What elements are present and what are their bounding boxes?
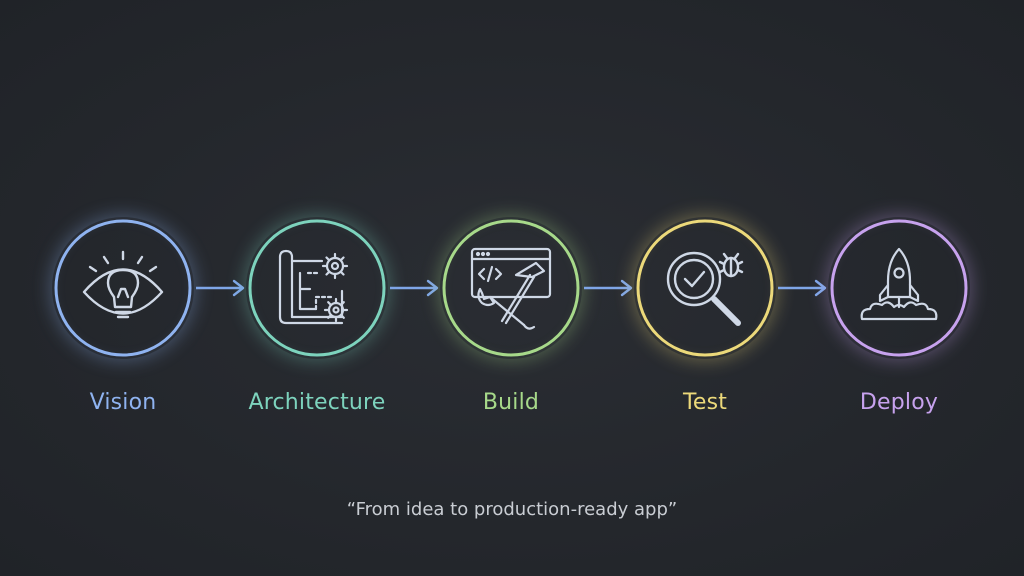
tagline: “From idea to production-ready app” bbox=[346, 499, 678, 520]
step-label-test: Test bbox=[682, 390, 728, 415]
step-test-circle bbox=[634, 217, 776, 359]
eye-lightbulb-icon bbox=[54, 219, 192, 357]
blueprint-gears-icon bbox=[248, 219, 386, 357]
flow-arrow bbox=[196, 278, 246, 298]
step-deploy-circle bbox=[828, 217, 970, 359]
code-window-tools-icon bbox=[442, 219, 580, 357]
step-architecture-circle bbox=[246, 217, 388, 359]
flow-arrow bbox=[584, 278, 634, 298]
magnifier-bug-check-icon bbox=[636, 219, 774, 357]
flow-arrow bbox=[390, 278, 440, 298]
step-label-architecture: Architecture bbox=[248, 390, 386, 415]
step-label-vision: Vision bbox=[89, 390, 157, 415]
step-build-circle bbox=[440, 217, 582, 359]
step-vision-circle bbox=[52, 217, 194, 359]
step-label-deploy: Deploy bbox=[859, 390, 939, 415]
step-label-build: Build bbox=[482, 390, 540, 415]
flow-arrow bbox=[778, 278, 828, 298]
rocket-icon bbox=[830, 219, 968, 357]
